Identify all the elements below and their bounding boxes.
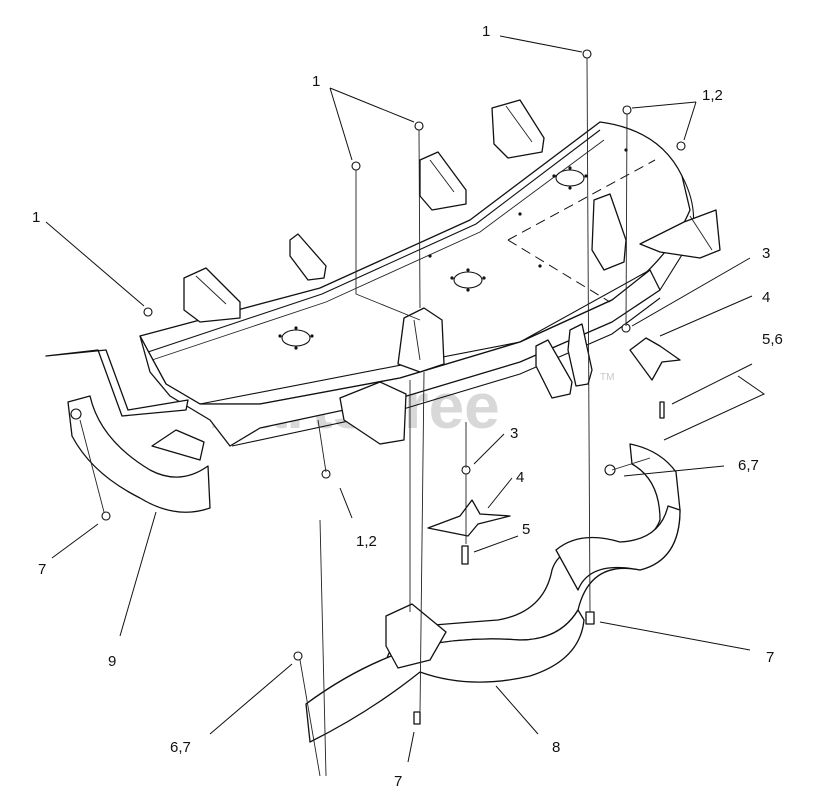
callout-labels: 1 1 1,2 1 3 4 5,6 3 4 5 6,7 1,2 7 9 7 6,… (32, 23, 783, 790)
rear-bracket-4 (491, 99, 545, 159)
callout-7-left: 7 (38, 561, 46, 578)
rear-brackets (183, 99, 721, 323)
right-bracket-2 (639, 209, 721, 259)
deck-bottom-edge (231, 297, 661, 447)
right-upper-shield (555, 505, 681, 591)
rear-bracket-3 (419, 151, 467, 211)
callout-6-7-bottom: 6,7 (170, 739, 191, 756)
front-brackets (339, 307, 593, 445)
nut-right-2 (676, 141, 686, 151)
callout-3-center: 3 (510, 425, 518, 442)
bolt-right (659, 401, 665, 419)
nut-top (582, 49, 592, 59)
callout-6-7-right: 6,7 (738, 457, 759, 474)
hidden-outline (507, 159, 656, 303)
callout-1-left-upper: 1 (312, 73, 320, 90)
nut-right-1 (622, 105, 632, 115)
callout-1-2-front: 1,2 (356, 533, 377, 550)
nut-left-upper (414, 121, 424, 131)
deck-rear-rim-inner (151, 139, 605, 361)
right-shield-knob (604, 464, 616, 476)
bolt-bottom (413, 711, 421, 725)
shield-inner-fold (385, 603, 447, 669)
rear-bracket-1 (183, 267, 241, 323)
deck-rim-line (199, 269, 651, 405)
left-deflector-hole (70, 408, 82, 420)
callout-1-2-right: 1,2 (702, 87, 723, 104)
callout-5-center: 5 (522, 521, 530, 538)
callout-3-right: 3 (762, 245, 770, 262)
callout-9: 9 (108, 653, 116, 670)
deck-rear-rim (147, 129, 601, 353)
left-deflector-flap (45, 349, 189, 417)
right-bracket-1 (591, 193, 627, 271)
callout-8: 8 (552, 739, 560, 756)
leader-lines (45, 35, 766, 763)
callout-1-left: 1 (32, 209, 40, 226)
nut-left (143, 307, 153, 317)
hardware (143, 49, 686, 725)
front-right-gusset-2 (567, 323, 593, 387)
blade-right (629, 337, 681, 381)
callout-1-top: 1 (482, 23, 490, 40)
left-deflector-tab (151, 429, 205, 461)
blade-center (427, 499, 511, 537)
callout-4-right: 4 (762, 289, 770, 306)
nut-left-lower (351, 161, 361, 171)
deck-front-skirt (139, 269, 661, 447)
bolt-right-bottom (585, 611, 595, 625)
blades (427, 337, 681, 537)
center-spindle-hole (453, 271, 483, 289)
right-lower-shield (305, 443, 681, 743)
watermark-trademark: TM (600, 372, 614, 383)
callout-5-6-right: 5,6 (762, 331, 783, 348)
left-deflector (45, 349, 211, 521)
left-deflector-shield (67, 395, 211, 513)
front-center-bracket (397, 307, 445, 373)
left-spindle-hole (281, 329, 311, 347)
front-left-gusset (339, 381, 407, 445)
callout-7-right: 7 (766, 649, 774, 666)
bolt-center (461, 545, 469, 565)
rear-bracket-2 (289, 233, 327, 281)
right-spindle-hole (555, 169, 585, 187)
left-deflector-knob (101, 511, 111, 521)
callout-7-bottom: 7 (394, 773, 402, 790)
callout-4-center: 4 (516, 469, 524, 486)
knob-bottom-left (293, 651, 303, 661)
front-right-gusset (535, 339, 573, 399)
assembly-lines (79, 57, 651, 777)
